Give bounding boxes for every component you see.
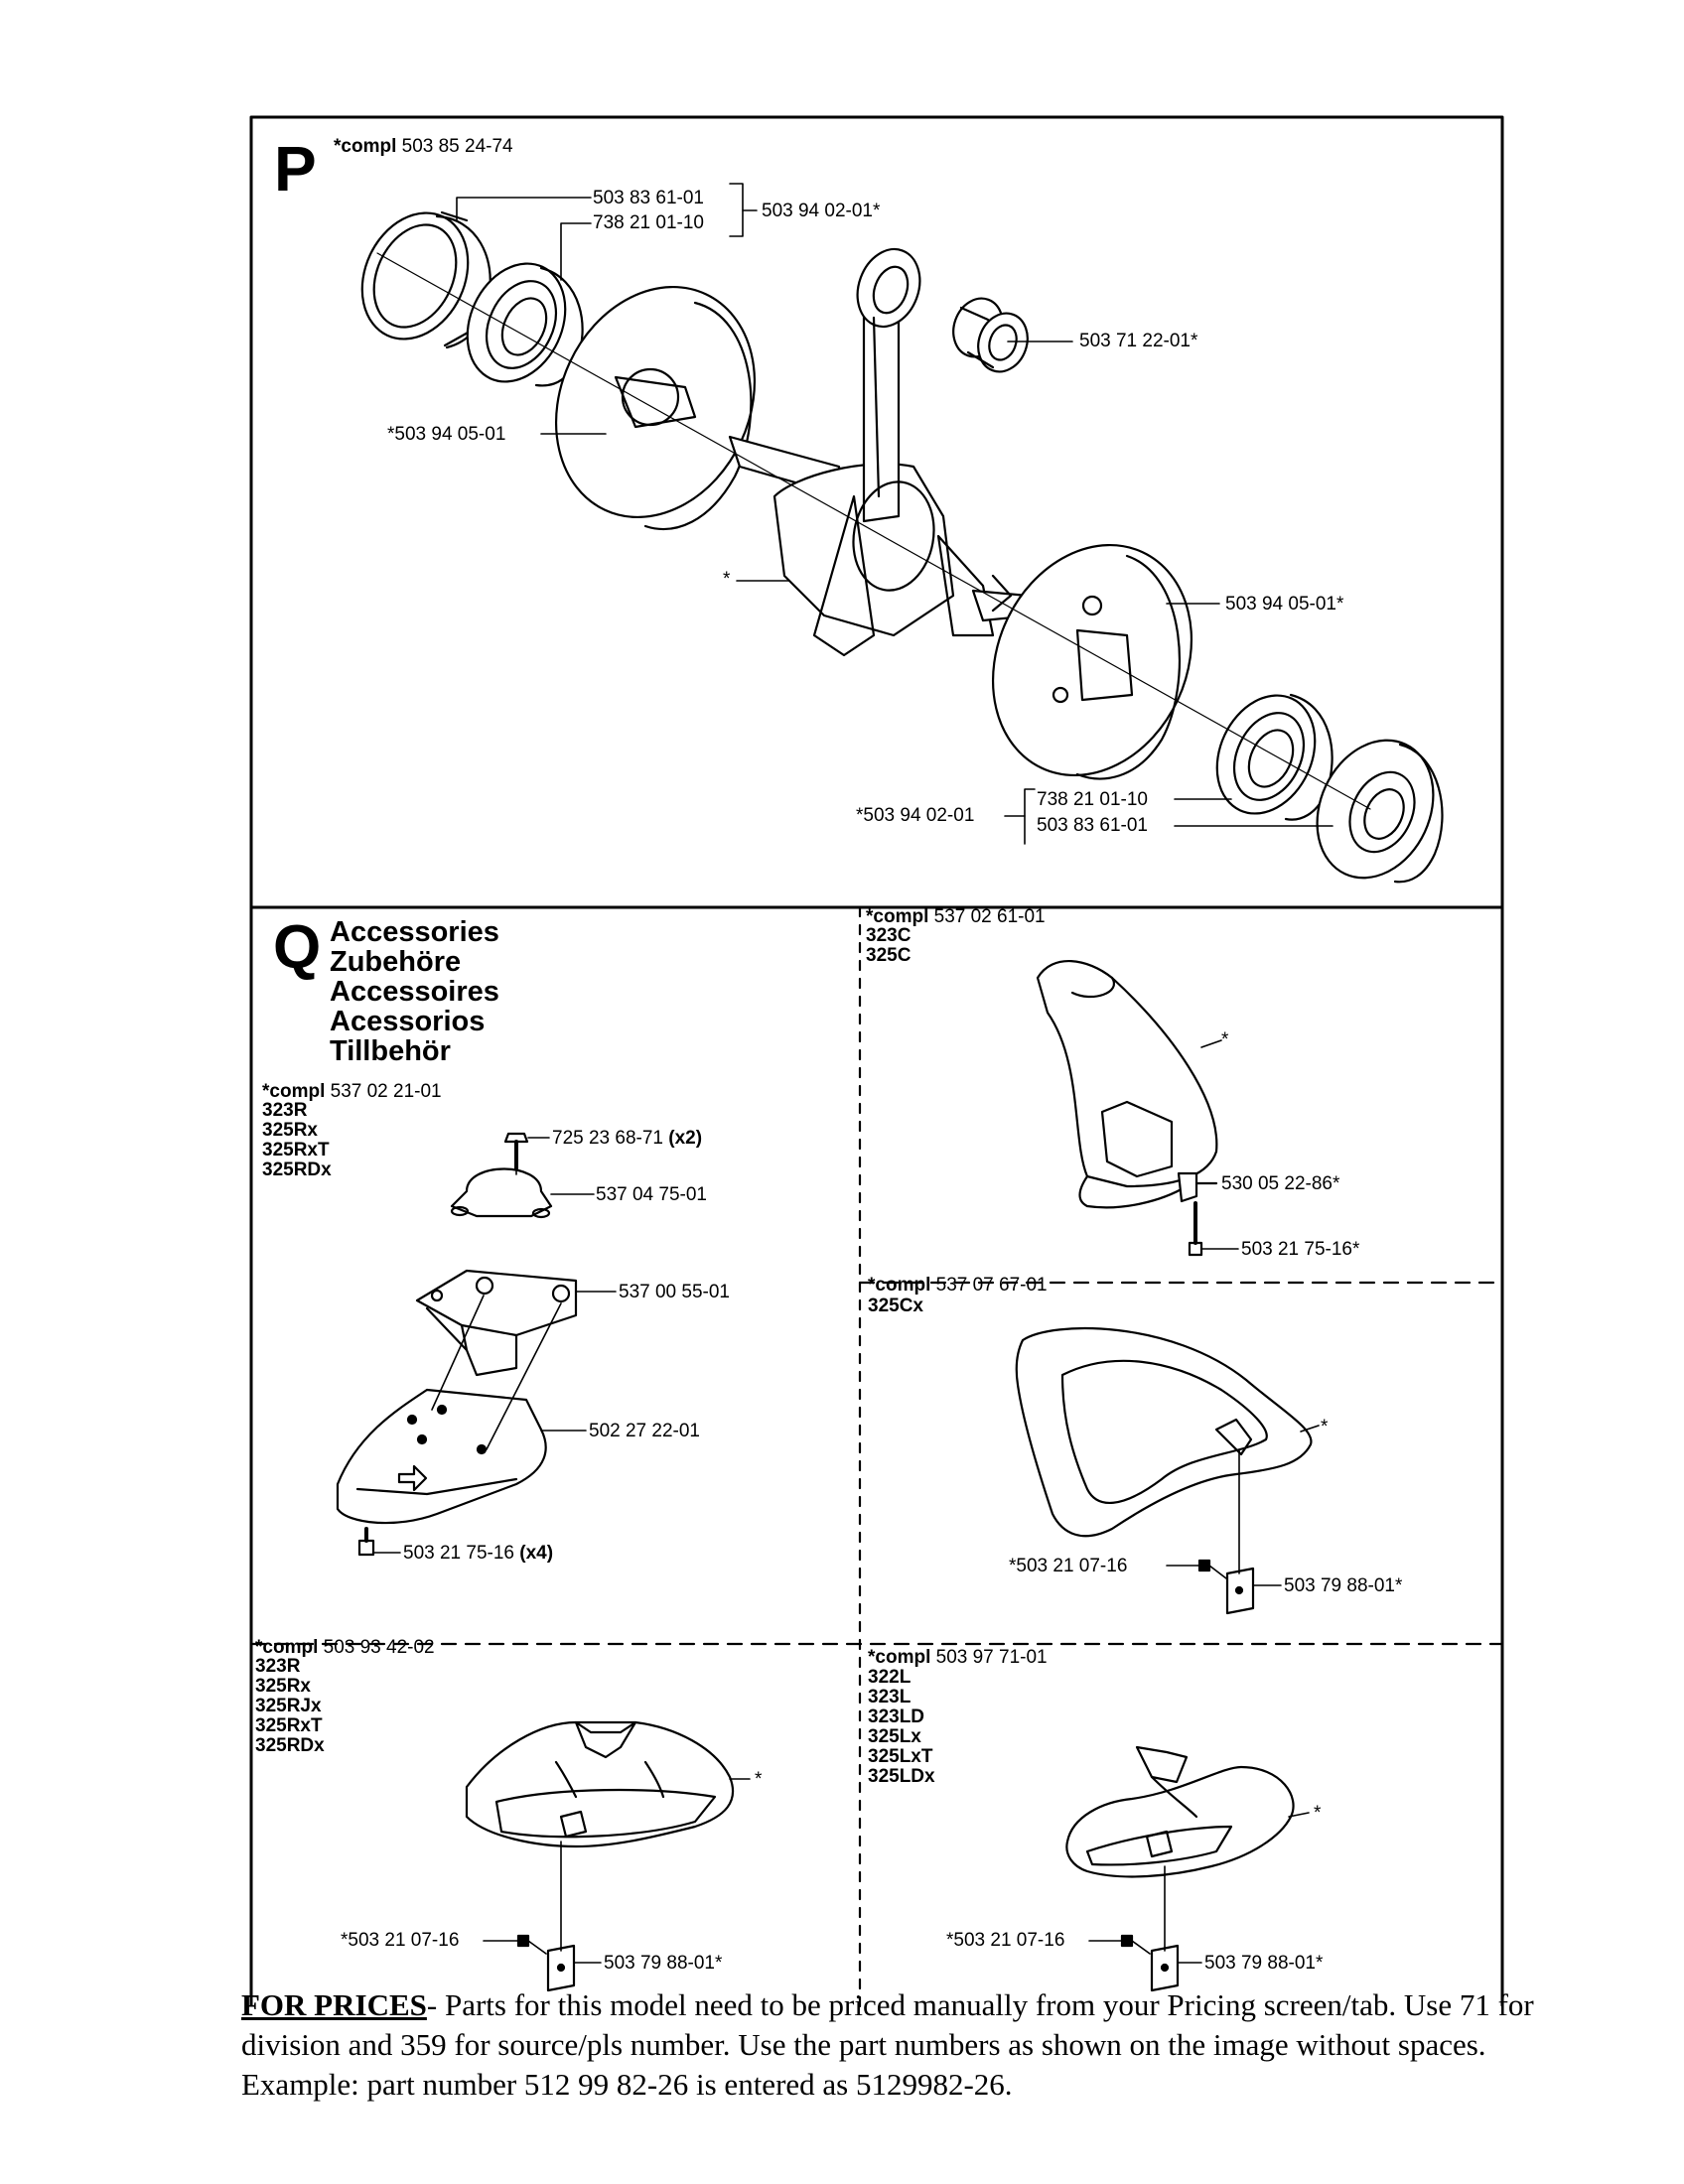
- part-label: 503 94 05-01*: [1225, 594, 1344, 614]
- section-p-compl: *compl 503 85 24-74: [334, 137, 513, 156]
- crankshaft-assembly-drawing: [360, 210, 1444, 884]
- kit5-drawing: [1065, 1745, 1310, 1992]
- kit3-star-label: *: [1321, 1417, 1329, 1437]
- pricing-note-heading: FOR PRICES: [241, 1987, 427, 2022]
- kit1-guard-label: 502 27 22-01: [589, 1421, 700, 1441]
- model: 323LD: [868, 1706, 925, 1727]
- kit5-plate-label: 503 79 88-01*: [1204, 1953, 1324, 1974]
- model: 325Rx: [262, 1120, 318, 1141]
- kit5-screw-label: *503 21 07-16: [946, 1930, 1065, 1951]
- pricing-note-text: - Parts for this model need to be priced…: [241, 1987, 1534, 2102]
- kit5-models: 322L 323L 323LD 325Lx 325LxT 325LDx: [868, 1668, 935, 1787]
- title-sv: Tillbehör: [330, 1035, 451, 1067]
- model: 325RDx: [255, 1735, 325, 1756]
- model: 325LxT: [868, 1746, 933, 1767]
- model: 325Rx: [255, 1676, 311, 1697]
- title-de: Zubehöre: [330, 946, 462, 978]
- model: 322L: [868, 1667, 912, 1688]
- kit4-plate-label: 503 79 88-01*: [604, 1953, 723, 1974]
- part-label: 503 94 02-01*: [762, 201, 881, 221]
- model: 323L: [868, 1687, 912, 1707]
- kit2-screw-label: 503 21 75-16*: [1241, 1239, 1360, 1260]
- model: 325Lx: [868, 1726, 921, 1747]
- accessories-titles: Accessories Zubehöre Accessoires Acessor…: [330, 917, 499, 1066]
- part-label: *: [723, 569, 731, 590]
- crankshaft: [728, 247, 1035, 657]
- part-label: 738 21 01-10: [1037, 789, 1148, 810]
- title-en: Accessories: [330, 916, 499, 948]
- kit1-compl: *compl 537 02 21-01: [262, 1081, 442, 1102]
- part-label: 738 21 01-10: [593, 212, 704, 233]
- model: 325Cx: [868, 1296, 923, 1316]
- kit3-compl: *compl 537 07 67-01: [868, 1275, 1048, 1296]
- kit2-models: 323C 325C: [866, 926, 911, 966]
- part-label: *503 94 02-01: [856, 805, 975, 826]
- title-pt: Acessorios: [330, 1006, 486, 1037]
- kit1-drawing: [336, 1132, 617, 1557]
- section-q-letter: Q: [273, 913, 322, 982]
- kit1-bolt-label: 725 23 68-71 (x2): [552, 1128, 703, 1149]
- kit4-models: 323R 325Rx 325RJx 325RxT 325RDx: [255, 1657, 325, 1756]
- model: 325RxT: [262, 1140, 330, 1160]
- part-label: 503 83 61-01: [1037, 815, 1148, 836]
- kit2-star-label: *: [1221, 1029, 1229, 1050]
- model: 325RDx: [262, 1160, 332, 1180]
- compl-word: *compl: [334, 136, 397, 157]
- part-label: *503 94 05-01: [387, 424, 506, 445]
- model: 325RJx: [255, 1696, 322, 1716]
- kit5-star-label: *: [1314, 1803, 1322, 1824]
- section-p-letter: P: [274, 133, 317, 205]
- model: 323R: [255, 1656, 301, 1677]
- right-bearing: [1215, 693, 1333, 821]
- section-frames: [249, 115, 1504, 2017]
- kit4-compl: *compl 503 93 42-02: [255, 1637, 435, 1658]
- part-label: 503 83 61-01: [593, 188, 704, 208]
- part-label: 503 71 22-01*: [1079, 331, 1198, 351]
- right-crank-web: [991, 543, 1193, 780]
- title-fr: Accessoires: [330, 976, 499, 1008]
- kit3-models: 325Cx: [868, 1297, 923, 1316]
- kit1-screw-label: 503 21 75-16 (x4): [403, 1543, 554, 1564]
- model: 325RxT: [255, 1715, 323, 1736]
- kit4-star-label: *: [755, 1769, 763, 1790]
- kit4-drawing: [465, 1720, 751, 1992]
- kit3-plate-label: 503 79 88-01*: [1284, 1575, 1403, 1596]
- kit3-screw-label: *503 21 07-16: [1009, 1556, 1128, 1576]
- needle-bearing: [952, 297, 1029, 373]
- kit2-bracket-label: 530 05 22-86*: [1221, 1173, 1340, 1194]
- compl-number: 503 85 24-74: [401, 136, 513, 157]
- section-p-leaders: [456, 183, 1333, 845]
- right-seal-ring: [1316, 739, 1444, 884]
- kit4-screw-label: *503 21 07-16: [341, 1930, 460, 1951]
- kit1-holder-label: 537 00 55-01: [619, 1282, 730, 1302]
- kit1-clamp-label: 537 04 75-01: [596, 1184, 707, 1205]
- kit3-drawing: [1015, 1326, 1320, 1615]
- model: 323C: [866, 925, 912, 946]
- kit2-drawing: [1036, 960, 1239, 1257]
- kit5-compl: *compl 503 97 71-01: [868, 1647, 1048, 1668]
- pricing-note: FOR PRICES- Parts for this model need to…: [241, 1985, 1552, 2105]
- kit1-models: 323R 325Rx 325RxT 325RDx: [262, 1101, 332, 1180]
- model: 325LDx: [868, 1766, 935, 1787]
- left-bearing: [466, 262, 584, 387]
- model: 323R: [262, 1100, 308, 1121]
- model: 325C: [866, 945, 912, 966]
- kit2-compl: *compl 537 02 61-01: [866, 906, 1046, 927]
